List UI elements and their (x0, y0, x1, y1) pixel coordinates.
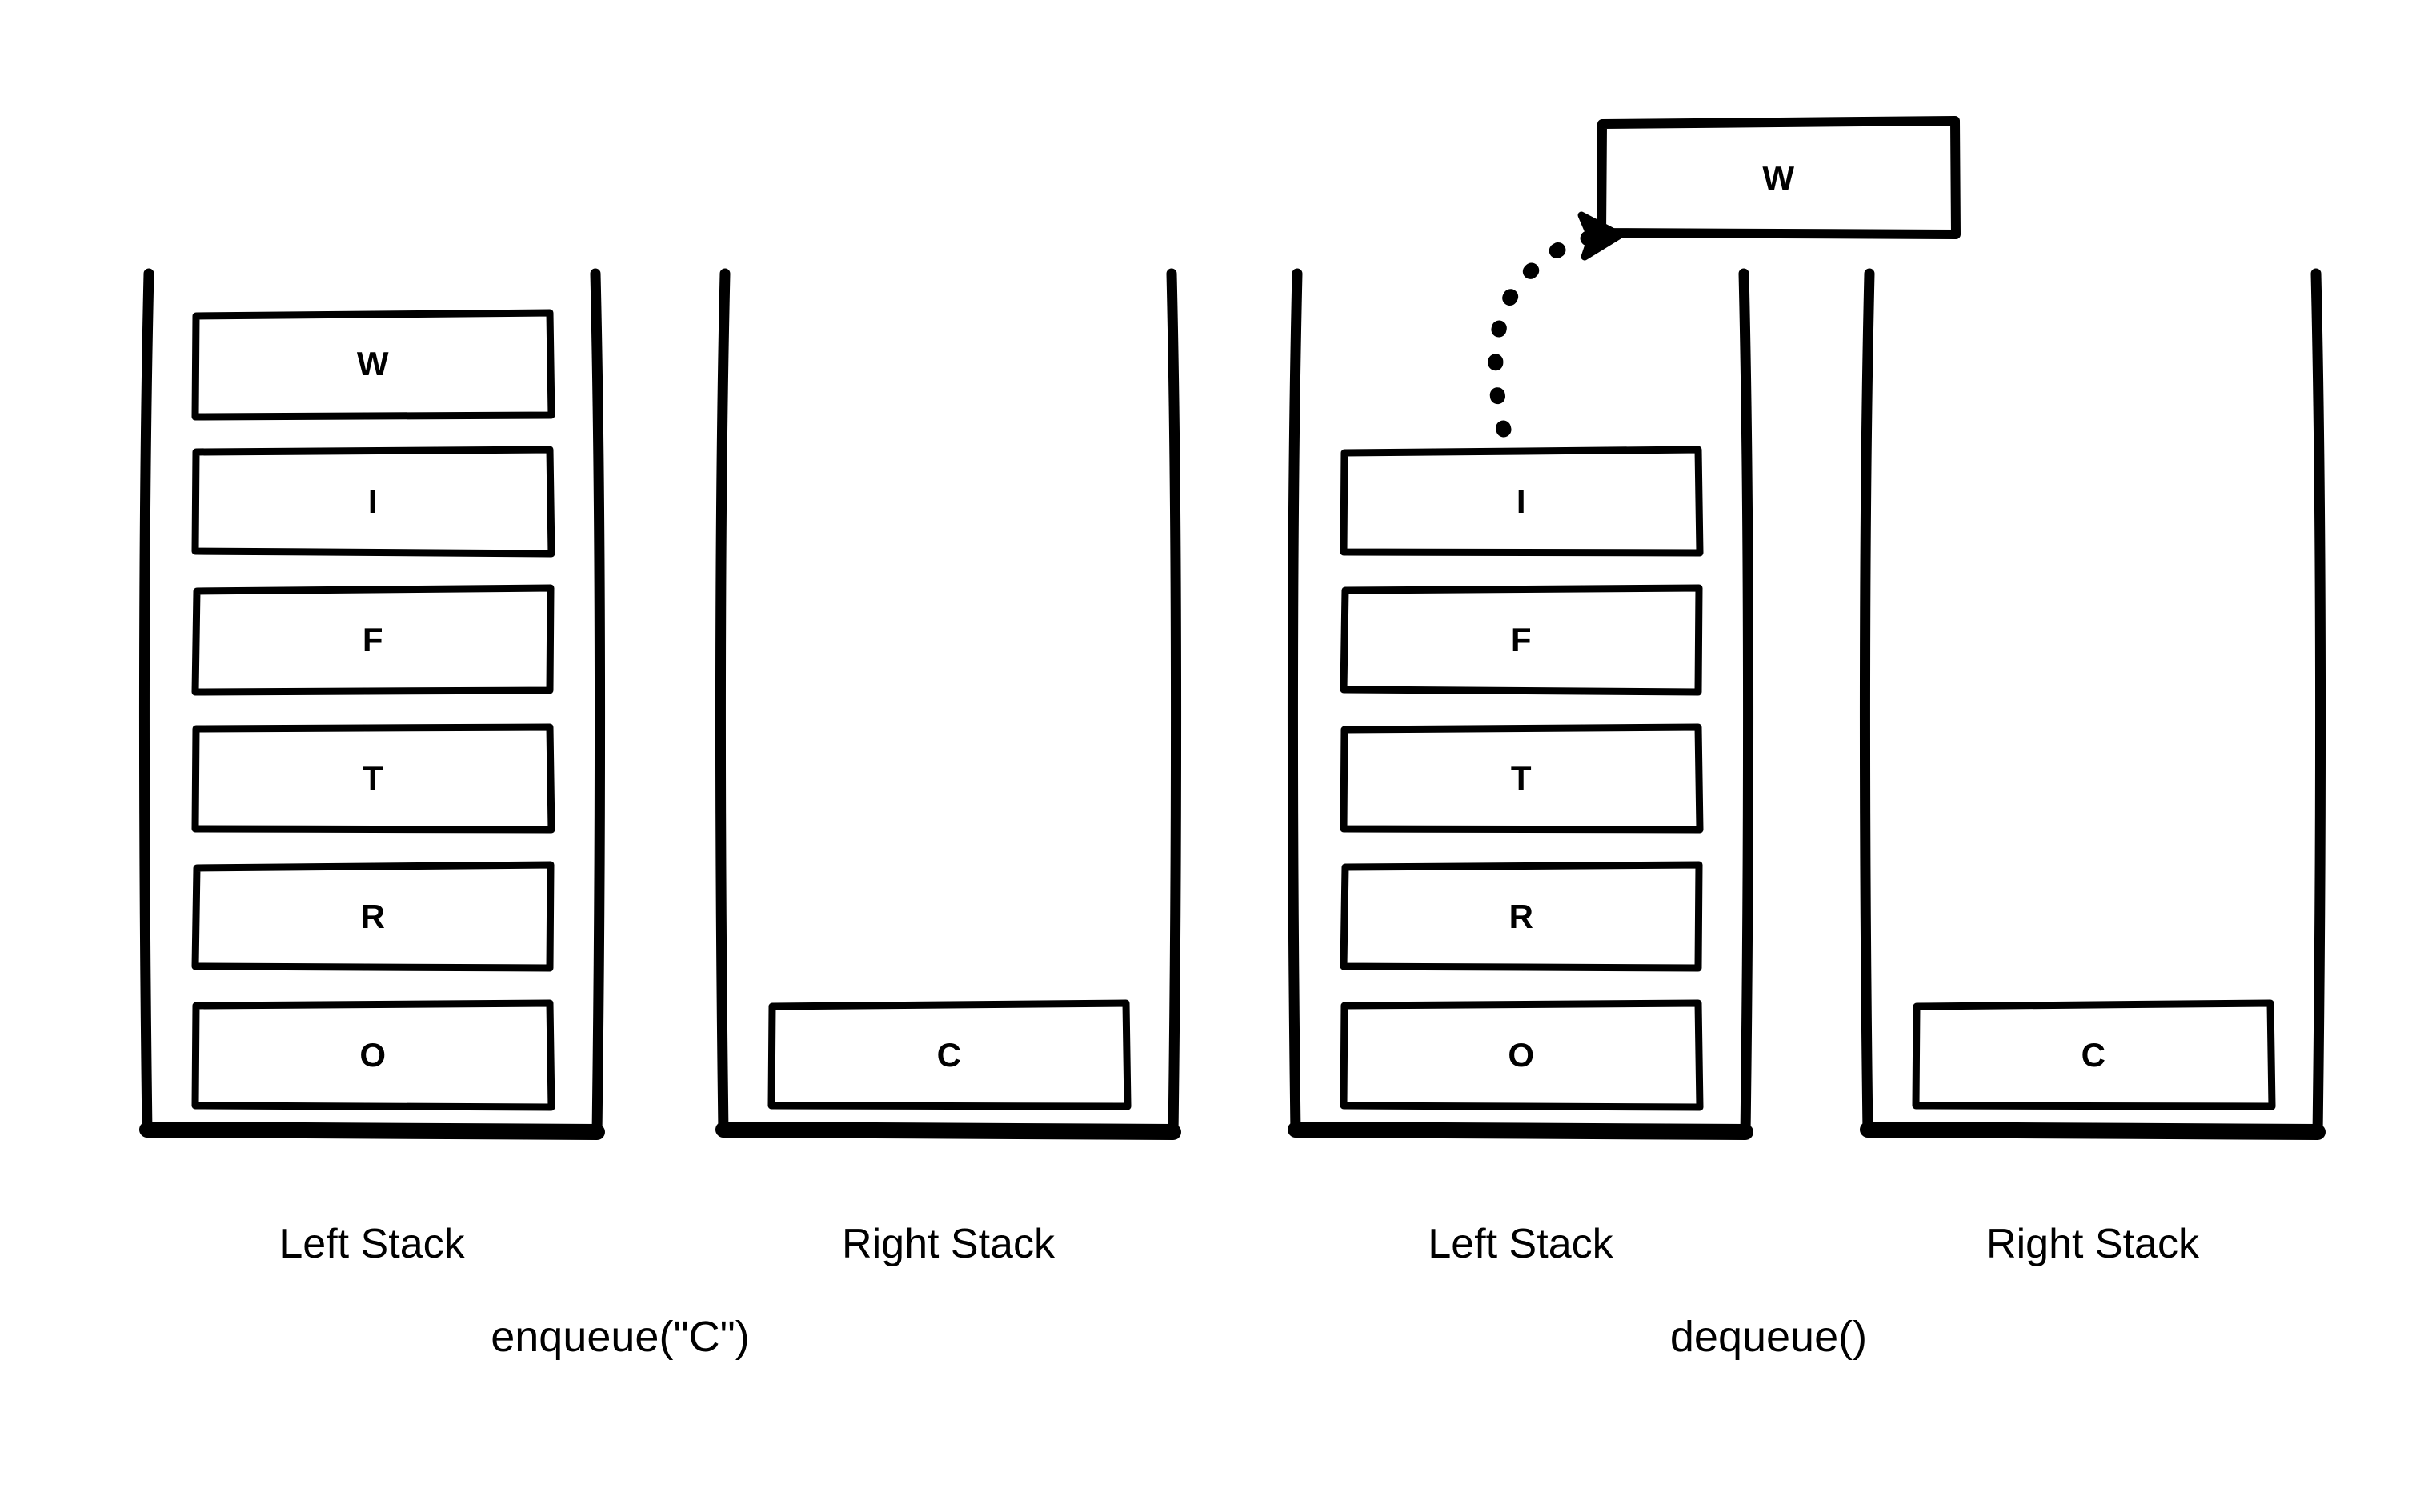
stack-item-box: F (191, 584, 555, 696)
box-outline (191, 999, 555, 1111)
left-stack-caption-1: Left Stack (279, 1221, 465, 1267)
stack-item-box: C (1912, 999, 2276, 1111)
box-outline (767, 999, 1132, 1110)
stack-item-label: C (936, 1036, 962, 1074)
stack-item-box: I (191, 446, 555, 558)
stack-item-label: R (360, 898, 386, 935)
popped-element-box: W (1597, 116, 1961, 240)
stack-container-outline (138, 268, 606, 1140)
stack-item-box: I (1340, 446, 1704, 558)
dotted-curved-arrow-icon (1488, 211, 1624, 438)
right-stack-caption-2: Right Stack (1986, 1221, 2199, 1267)
stack-item-label: T (362, 759, 384, 797)
left-stack-container-2 (1284, 268, 1757, 1160)
box-outline (191, 723, 555, 834)
box-outline (1340, 723, 1704, 834)
stack-item-label: C (2081, 1036, 2106, 1074)
left-stack-caption-2: Left Stack (1428, 1221, 1613, 1267)
right-stack-container-1 (712, 268, 1184, 1160)
box-outline (191, 446, 555, 558)
box-outline (191, 309, 555, 421)
box-outline (191, 861, 555, 972)
stack-container-outline (1287, 268, 1754, 1140)
box-outline (1912, 999, 2276, 1110)
box-outline (1340, 446, 1704, 557)
box-outline (1340, 861, 1703, 972)
stack-item-box: T (1340, 722, 1704, 834)
stack-item-box: W (191, 308, 555, 421)
operation-caption-dequeue: dequeue() (1669, 1313, 1868, 1361)
stack-item-label: I (367, 482, 379, 520)
right-stack-container-2 (1857, 268, 2329, 1160)
stack-item-label: F (362, 621, 384, 658)
stack-item-label: I (1516, 482, 1527, 520)
box-outline (1340, 584, 1703, 696)
stack-item-box: R (1340, 861, 1703, 973)
stack-item-label: W (356, 345, 390, 382)
stack-item-label: O (1508, 1036, 1535, 1074)
stack-item-box: O (1340, 999, 1704, 1111)
left-stack-container-1 (136, 268, 608, 1160)
stack-item-label: O (359, 1036, 387, 1074)
stack-item-box: F (1340, 584, 1703, 696)
stack-container-outline (715, 268, 1182, 1140)
stack-item-box: C (767, 999, 1132, 1111)
stack-item-label: F (1510, 621, 1533, 658)
box-outline (191, 584, 555, 696)
box-outline (1340, 999, 1704, 1111)
box-outline (1597, 116, 1961, 239)
stack-item-box: R (191, 861, 555, 973)
stack-item-label: T (1510, 759, 1533, 797)
stack-container-outline (1859, 268, 2326, 1140)
right-stack-caption-1: Right Stack (842, 1221, 1055, 1267)
popped-element-label: W (1762, 158, 1795, 197)
stack-item-box: T (191, 722, 555, 834)
stack-item-box: O (191, 999, 555, 1111)
stack-item-label: R (1508, 898, 1534, 935)
operation-caption-enqueue: enqueue("C") (491, 1313, 750, 1361)
